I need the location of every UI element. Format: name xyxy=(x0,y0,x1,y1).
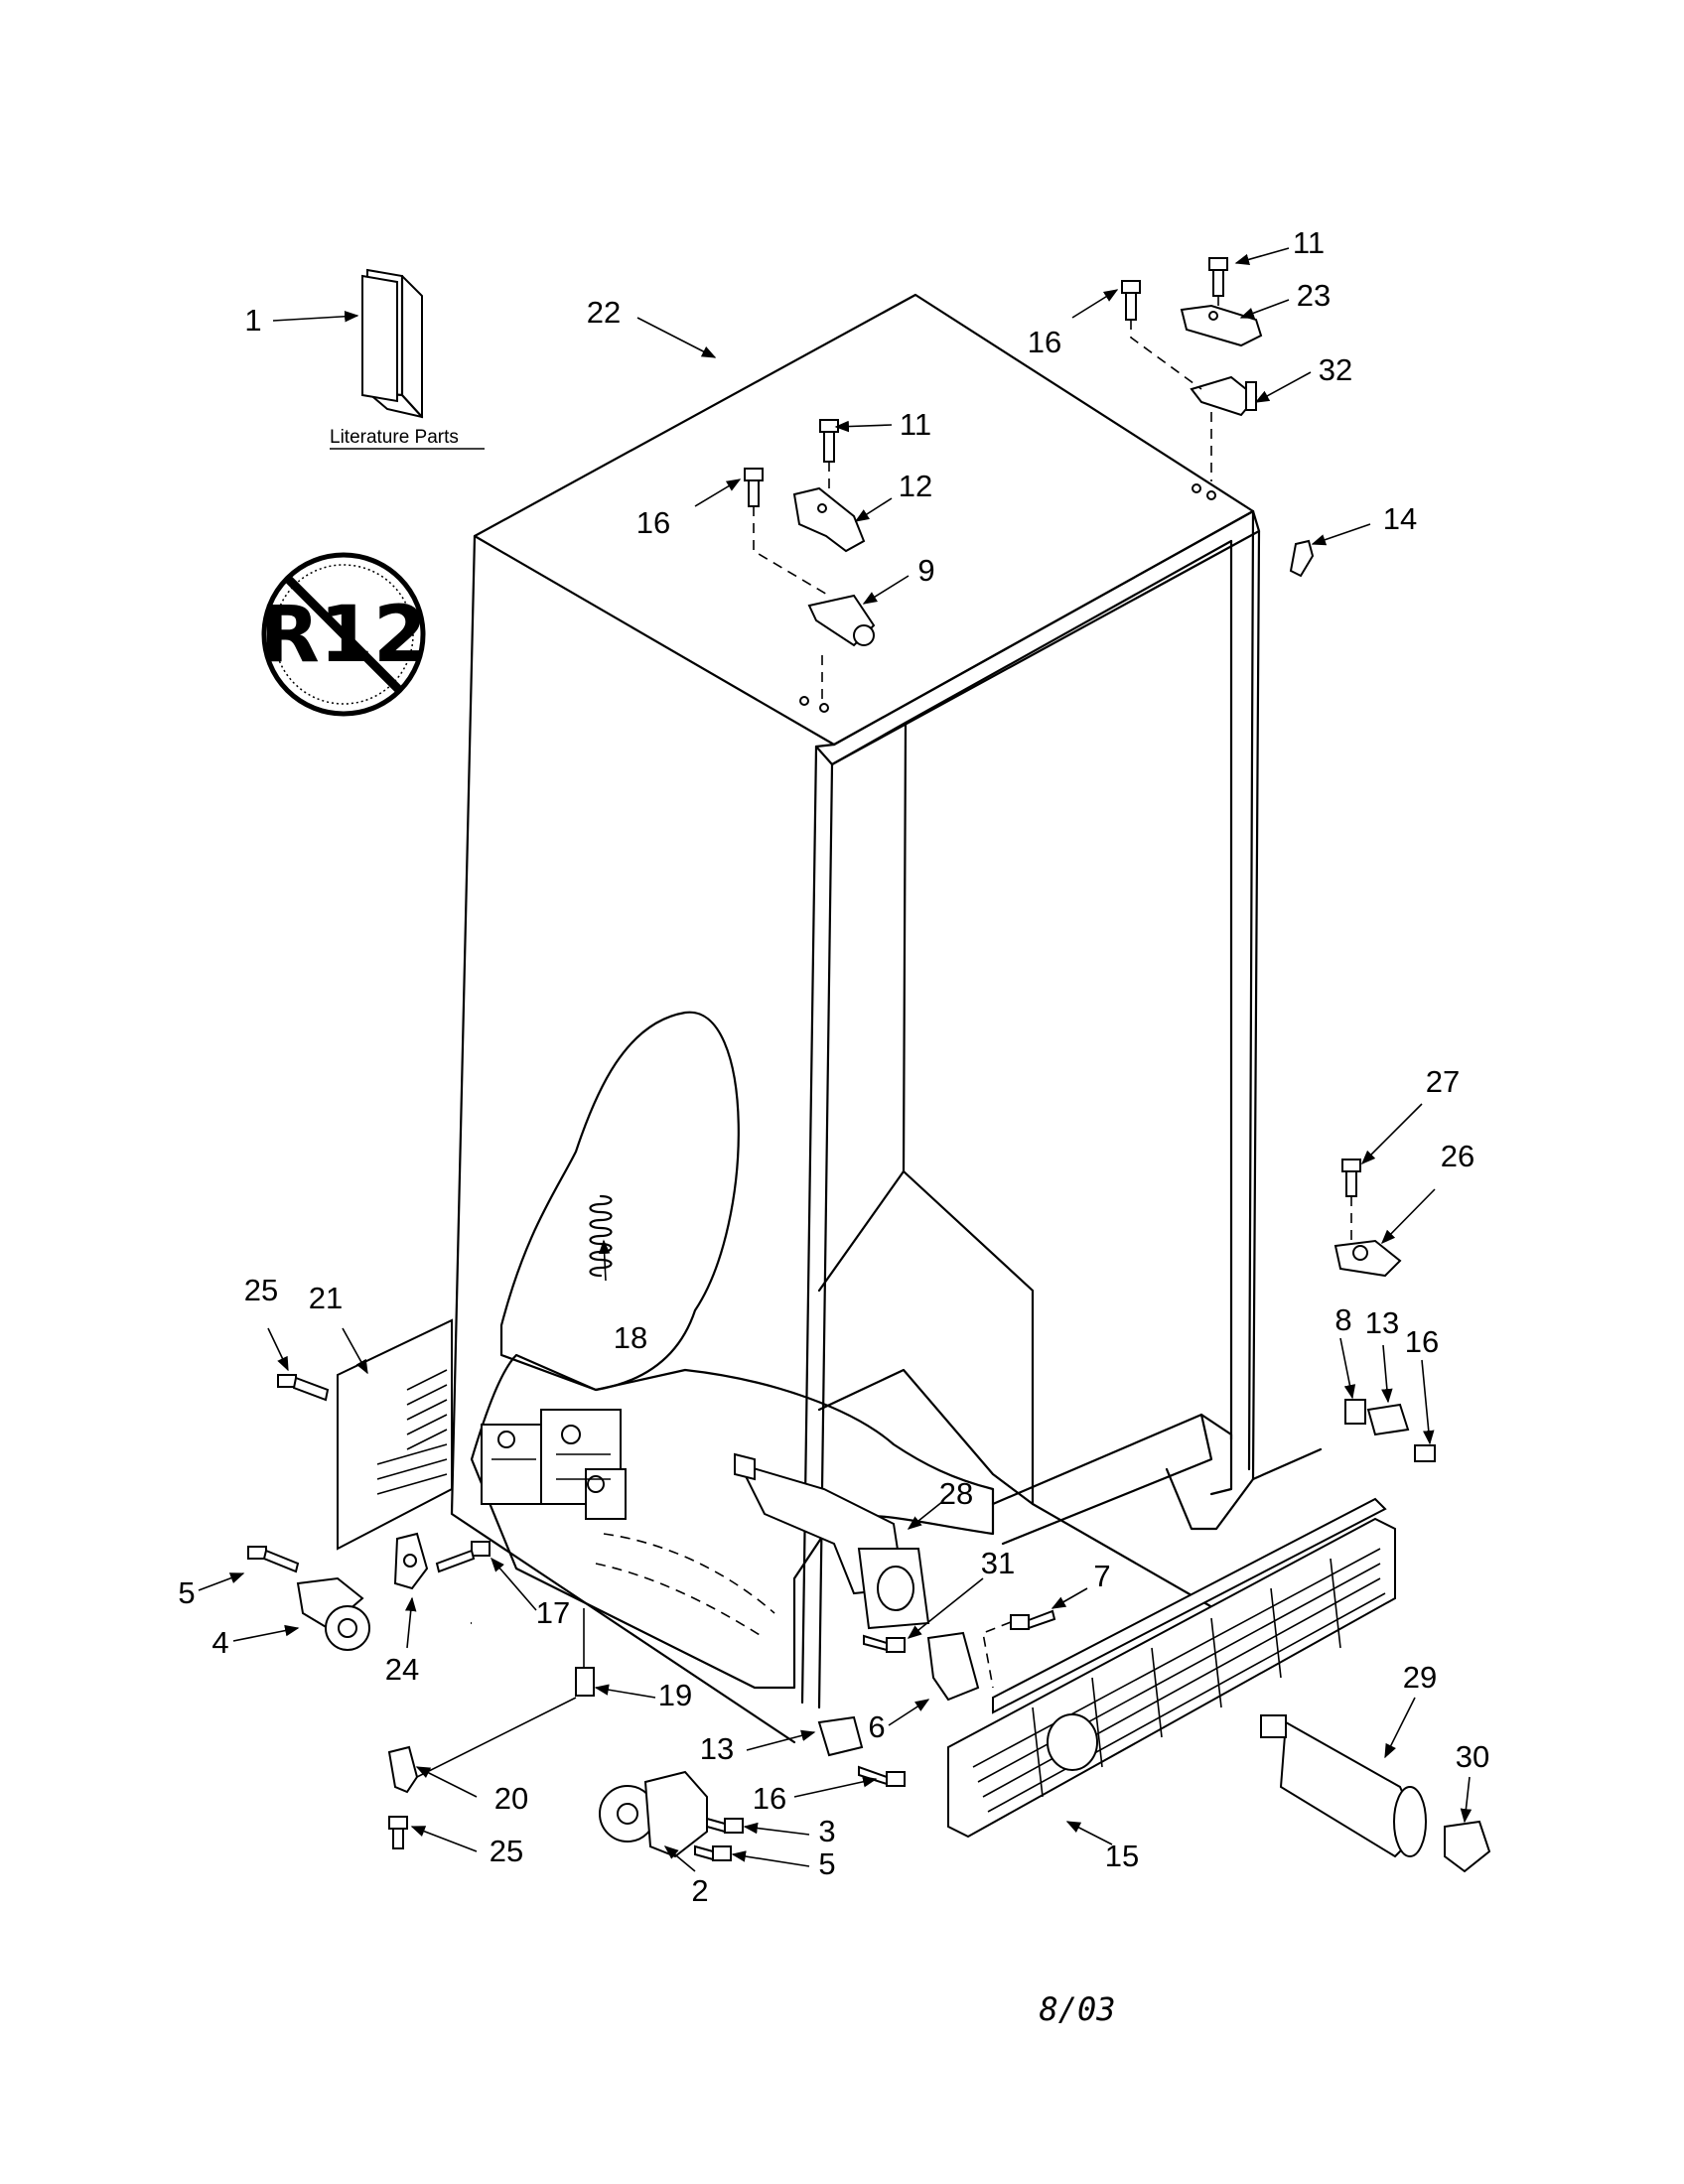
callout-9: 9 xyxy=(917,553,934,588)
callout-31: 31 xyxy=(981,1546,1015,1580)
callout-2: 2 xyxy=(691,1873,708,1908)
callout-24: 24 xyxy=(385,1652,419,1687)
callout-26: 26 xyxy=(1441,1139,1474,1173)
leader-dash-right xyxy=(1130,296,1219,481)
callout-13-lower: 13 xyxy=(700,1731,734,1766)
screw-7 xyxy=(982,1609,1056,1689)
cabinet-cutaway xyxy=(470,1011,995,1690)
callout-15: 15 xyxy=(1105,1839,1139,1873)
no-r12-badge: R12 xyxy=(260,552,427,717)
screw-31 xyxy=(863,1634,906,1653)
water-filter-29 xyxy=(1260,1714,1427,1858)
revision-date: 8/03 xyxy=(1039,1990,1115,2028)
base-grille-15 xyxy=(947,1497,1396,1839)
tube-line xyxy=(416,1697,577,1778)
clip-20 xyxy=(387,1745,419,1794)
grille-21 xyxy=(337,1318,453,1551)
screw-25-upper xyxy=(277,1374,330,1402)
callout-11-left: 11 xyxy=(900,407,931,442)
callout-17: 17 xyxy=(536,1595,570,1630)
callout-7: 7 xyxy=(1093,1559,1110,1593)
screw-27 xyxy=(1341,1159,1361,1241)
callout-3: 3 xyxy=(818,1814,835,1848)
callout-18: 18 xyxy=(614,1320,647,1355)
roller-assembly-2 xyxy=(599,1770,708,1858)
callout-14: 14 xyxy=(1383,501,1417,536)
screw-16-lower xyxy=(858,1765,906,1787)
callout-5-left: 5 xyxy=(178,1575,195,1610)
bracket-13-lower xyxy=(817,1715,864,1757)
water-valve-assembly xyxy=(481,1409,627,1520)
hinge-26 xyxy=(1333,1239,1402,1278)
spring-part xyxy=(589,1194,613,1278)
literature-parts-booklet xyxy=(361,268,424,419)
screw-16-left xyxy=(744,468,764,507)
plug-14 xyxy=(1289,539,1315,578)
leader-dash-left2 xyxy=(821,462,830,705)
screw-5-left xyxy=(247,1546,300,1573)
callout-30: 30 xyxy=(1456,1739,1489,1774)
clip-6 xyxy=(926,1631,980,1702)
bracket-24 xyxy=(393,1532,429,1590)
callout-28: 28 xyxy=(939,1476,973,1511)
callout-21: 21 xyxy=(309,1281,343,1315)
hinge-9 xyxy=(807,594,876,647)
callout-22: 22 xyxy=(587,295,621,330)
callout-8: 8 xyxy=(1334,1302,1351,1337)
bracket-8-13 xyxy=(1344,1399,1436,1462)
callout-20: 20 xyxy=(494,1781,528,1816)
callout-16-lower: 16 xyxy=(753,1781,786,1816)
callout-16-right: 16 xyxy=(1028,325,1061,359)
leader-arrows xyxy=(198,247,1473,1872)
callout-23: 23 xyxy=(1297,278,1331,313)
callout-4: 4 xyxy=(211,1625,228,1660)
screw-11-left xyxy=(819,419,839,463)
callout-labels: 1 22 11 16 12 9 16 11 23 32 14 27 26 8 1… xyxy=(178,225,1489,1908)
callout-5-lower: 5 xyxy=(818,1846,835,1881)
screw-17 xyxy=(435,1541,491,1573)
callout-12: 12 xyxy=(899,469,932,503)
callout-16-left: 16 xyxy=(636,505,670,540)
cabinet xyxy=(450,293,1323,1744)
tube-19 xyxy=(470,1608,595,1697)
hinge-32 xyxy=(1190,375,1258,417)
screw-11-right xyxy=(1208,257,1228,297)
callout-1: 1 xyxy=(244,303,261,338)
callout-27: 27 xyxy=(1426,1064,1460,1099)
screw-25-lower xyxy=(388,1816,408,1849)
leader-dash-left xyxy=(753,506,830,597)
screw-16-right xyxy=(1121,280,1141,321)
roller-4 xyxy=(296,1576,370,1651)
callout-13-right: 13 xyxy=(1365,1305,1399,1340)
callout-11-right: 11 xyxy=(1293,225,1325,260)
hinge-cover-23 xyxy=(1180,304,1263,347)
callout-19: 19 xyxy=(658,1678,692,1712)
literature-caption: Literature Parts xyxy=(330,427,459,448)
fill-tube-part xyxy=(734,1452,930,1630)
callout-25-lower: 25 xyxy=(490,1834,523,1868)
filter-cap-30 xyxy=(1444,1820,1491,1873)
callout-16-side: 16 xyxy=(1405,1324,1439,1359)
callout-32: 32 xyxy=(1319,352,1352,387)
callout-29: 29 xyxy=(1403,1660,1437,1695)
callout-25-upper: 25 xyxy=(244,1273,278,1307)
callout-6: 6 xyxy=(868,1709,885,1744)
hinge-cover-12 xyxy=(792,486,866,553)
screws-3-5 xyxy=(694,1817,744,1861)
